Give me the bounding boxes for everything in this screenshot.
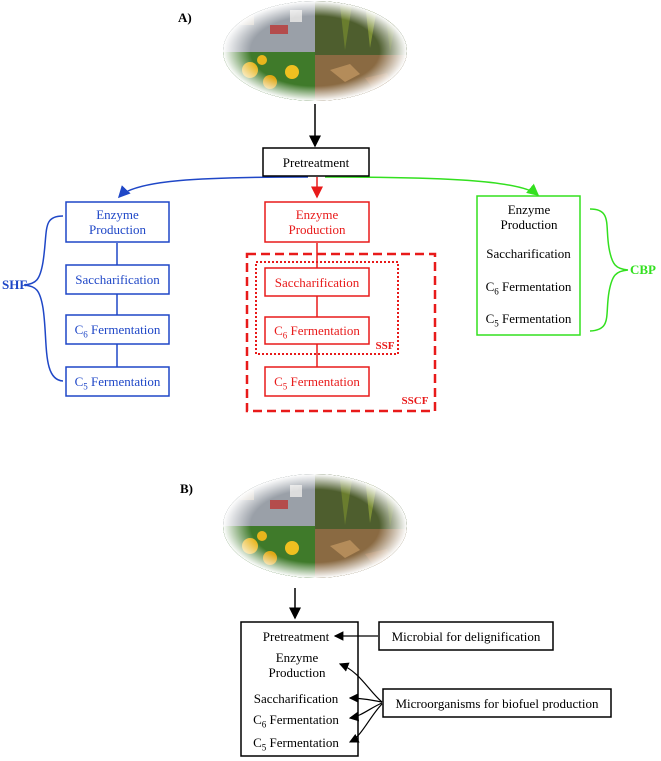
- panel-b-process-box: [240, 621, 359, 757]
- panel-b-label: B): [180, 481, 193, 496]
- cbp-step-1: Enzyme Production: [500, 202, 558, 232]
- shf-enzyme-box: [65, 201, 170, 243]
- panel-b-step-1: Pretreatment: [262, 629, 330, 644]
- panel-b-step-2: Enzyme Production: [268, 650, 326, 680]
- ssf-step-1: Enzyme Production: [288, 207, 346, 237]
- panel-b-arrows: [333, 631, 383, 743]
- ssf-label: SSF: [375, 340, 395, 352]
- panel-a-label: A): [178, 10, 192, 25]
- ssf-c6-box: [264, 316, 370, 345]
- ssf-step-2: Saccharification: [274, 275, 360, 290]
- shf-step-4: C5 Fermentation: [74, 374, 161, 392]
- panel-b-step-5: C5 Fermentation: [253, 735, 339, 753]
- shf-label: SHF: [2, 277, 28, 292]
- shf-boxes: [65, 201, 170, 397]
- shf-step-2: Saccharification: [75, 272, 160, 287]
- delignification-box: [378, 621, 554, 651]
- biomass-image-b: [223, 474, 407, 578]
- cbp-step-3: C6 Fermentation: [485, 279, 572, 297]
- panel-b-step-4: C6 Fermentation: [253, 712, 339, 730]
- shf-brace: [23, 215, 64, 382]
- shf-saccharification-box: [65, 264, 170, 295]
- panel-a-connectors: [116, 104, 540, 367]
- shf-step-3: C6 Fermentation: [74, 322, 161, 340]
- sscf-c5-box: [264, 366, 370, 397]
- shf-c6-box: [65, 314, 170, 345]
- panel-b-step-3: Saccharification: [253, 691, 339, 706]
- cbp-step-2: Saccharification: [486, 246, 571, 261]
- cbp-step-4: C5 Fermentation: [485, 311, 572, 329]
- ssf-dotted-frame: [255, 261, 399, 355]
- biofuel-label: Microorganisms for biofuel production: [395, 696, 599, 711]
- shf-step-1: Enzyme Production: [88, 207, 147, 237]
- ssf-saccharification-box: [264, 267, 370, 297]
- biofuel-box: [382, 688, 612, 718]
- sscf-step-4: C5 Fermentation: [274, 374, 360, 392]
- biomass-image-a: [223, 1, 407, 101]
- sscf-dashed-frame: [245, 252, 437, 413]
- cbp-brace: [589, 208, 629, 332]
- shf-c5-box: [65, 366, 170, 397]
- cbp-label: CBP: [630, 262, 656, 277]
- ssf-sscf-boxes: [264, 201, 370, 397]
- delignification-label: Microbial for delignification: [391, 629, 541, 644]
- ssf-step-3: C6 Fermentation: [274, 323, 360, 341]
- pretreatment-label-a: Pretreatment: [282, 155, 350, 170]
- ssf-enzyme-box: [264, 201, 370, 243]
- pretreatment-box-a: [262, 147, 370, 177]
- cbp-box: [476, 195, 581, 336]
- sscf-label: SSCF: [401, 395, 429, 407]
